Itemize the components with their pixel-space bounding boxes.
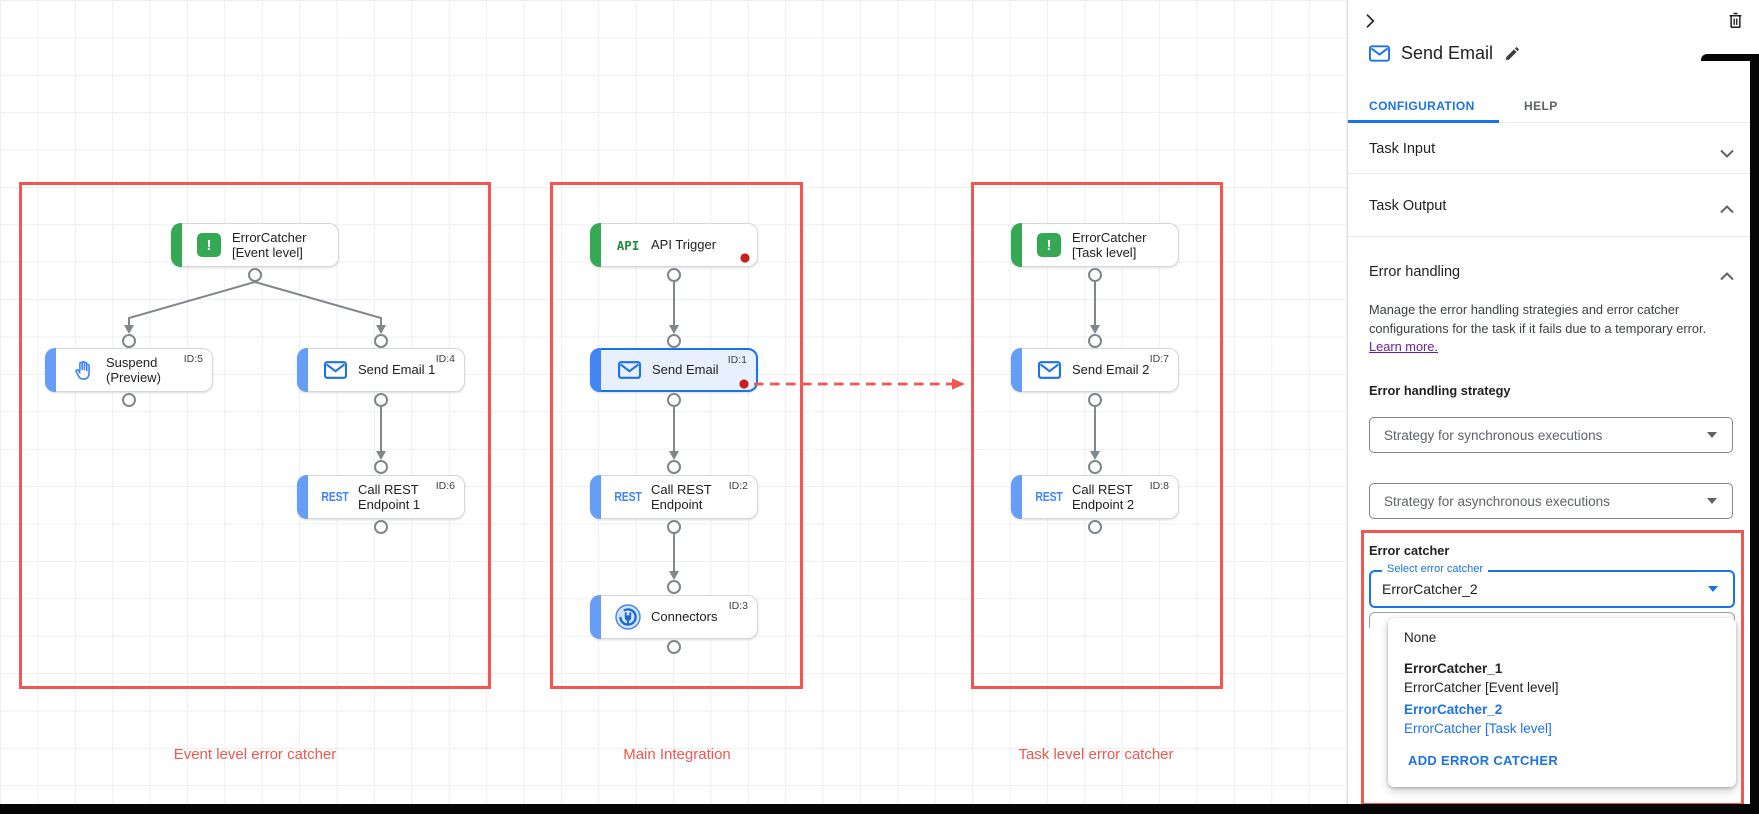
active-tab-underline — [1348, 120, 1499, 123]
menu-item-errorcatcher-1-desc[interactable]: ErrorCatcher [Event level] — [1404, 680, 1559, 695]
error-handling-strategy-label: Error handling strategy — [1369, 383, 1511, 398]
divider — [1348, 122, 1759, 123]
node-call-rest-1[interactable]: REST Call REST Endpoint 1 ID:6 — [297, 475, 465, 519]
hand-icon — [68, 359, 98, 382]
email-icon — [320, 361, 350, 379]
rest-icon: REST — [321, 489, 349, 505]
node-id-badge: ID:4 — [435, 353, 455, 365]
error-catcher-icon: ! — [194, 233, 224, 257]
node-api-trigger[interactable]: API API Trigger — [590, 223, 758, 267]
delete-task-icon[interactable] — [1726, 10, 1745, 34]
node-accent — [1011, 223, 1022, 267]
node-accent — [1011, 475, 1022, 519]
panel-header: Send Email — [1369, 43, 1521, 64]
section-error-handling[interactable]: Error handling — [1369, 264, 1461, 280]
add-error-catcher-button[interactable]: ADD ERROR CATCHER — [1408, 753, 1559, 768]
menu-item-errorcatcher-1[interactable]: ErrorCatcher_1 — [1404, 661, 1503, 676]
email-icon — [1369, 45, 1390, 62]
chevron-up-icon[interactable] — [1720, 201, 1734, 219]
node-suspend[interactable]: Suspend (Preview) ID:5 — [45, 348, 213, 392]
dropdown-arrow-icon — [1707, 498, 1717, 504]
sync-strategy-select[interactable]: Strategy for synchronous executions — [1369, 417, 1733, 453]
error-catcher-label: Error catcher — [1369, 543, 1450, 558]
caption-main-integration: Main Integration — [623, 746, 731, 763]
learn-more-link[interactable]: Learn more. — [1369, 339, 1438, 354]
api-icon: API — [616, 237, 640, 253]
node-accent — [590, 595, 601, 639]
rest-icon: REST — [1035, 489, 1063, 505]
node-accent — [297, 348, 308, 392]
node-send-email-1[interactable]: Send Email 1 ID:4 — [297, 348, 465, 392]
node-id-badge: ID:6 — [435, 480, 455, 492]
node-call-rest[interactable]: REST Call REST Endpoint ID:2 — [590, 475, 758, 519]
node-id-badge: ID:1 — [727, 354, 747, 366]
menu-item-none[interactable]: None — [1404, 630, 1437, 645]
tab-help[interactable]: HELP — [1524, 99, 1558, 113]
edit-title-icon[interactable] — [1504, 45, 1521, 62]
node-label: API Trigger — [651, 237, 717, 253]
divider — [1348, 236, 1759, 237]
tab-configuration[interactable]: CONFIGURATION — [1369, 99, 1475, 113]
right-edge-notch — [1701, 54, 1759, 61]
bottom-edge-bar — [0, 804, 1759, 814]
error-catcher-menu: None ErrorCatcher_1 ErrorCatcher [Event … — [1388, 618, 1736, 787]
node-id-badge: ID:5 — [183, 353, 203, 365]
node-send-email-selected[interactable]: Send Email ID:1 — [590, 348, 758, 392]
node-accent — [45, 348, 56, 392]
node-accent — [590, 475, 601, 519]
error-catcher-icon: ! — [1034, 233, 1064, 257]
task-config-panel: Send Email CONFIGURATION HELP Task Input… — [1347, 0, 1759, 814]
sync-strategy-value: Strategy for synchronous executions — [1384, 427, 1603, 443]
node-id-badge: ID:8 — [1149, 480, 1169, 492]
collapse-panel-icon[interactable] — [1360, 11, 1380, 34]
panel-title: Send Email — [1401, 43, 1494, 63]
chevron-up-icon[interactable] — [1720, 268, 1734, 286]
node-errorcatcher-task[interactable]: ! ErrorCatcher [Task level] — [1011, 223, 1179, 267]
rest-icon: REST — [614, 489, 642, 505]
node-call-rest-2[interactable]: REST Call REST Endpoint 2 ID:8 — [1011, 475, 1179, 519]
select-floating-label: Select error catcher — [1382, 563, 1488, 575]
node-accent — [1011, 348, 1022, 392]
node-label: ErrorCatcher [Task level] — [1072, 229, 1147, 260]
node-accent — [590, 348, 601, 392]
node-accent — [171, 223, 182, 267]
node-errorcatcher-event[interactable]: ! ErrorCatcher [Event level] — [171, 223, 339, 267]
menu-item-errorcatcher-2[interactable]: ErrorCatcher_2 — [1404, 702, 1503, 717]
menu-item-errorcatcher-2-desc[interactable]: ErrorCatcher [Task level] — [1404, 721, 1552, 736]
section-task-input[interactable]: Task Input — [1369, 141, 1436, 157]
dropdown-arrow-icon — [1708, 586, 1718, 592]
description-text: Manage the error handling strategies and… — [1369, 302, 1707, 336]
divider — [1348, 173, 1759, 174]
async-strategy-value: Strategy for asynchronous executions — [1384, 493, 1610, 509]
error-handling-description: Manage the error handling strategies and… — [1369, 301, 1737, 357]
error-catcher-value: ErrorCatcher_2 — [1382, 581, 1478, 597]
error-catcher-select[interactable]: Select error catcher ErrorCatcher_2 — [1369, 563, 1735, 608]
section-task-output[interactable]: Task Output — [1369, 198, 1447, 214]
node-connectors[interactable]: Connectors ID:3 — [590, 595, 758, 639]
async-strategy-select[interactable]: Strategy for asynchronous executions — [1369, 483, 1733, 519]
node-accent — [590, 223, 601, 267]
chevron-down-icon[interactable] — [1720, 145, 1734, 163]
node-id-badge: ID:3 — [728, 600, 748, 612]
node-id-badge: ID:7 — [1149, 353, 1169, 365]
dropdown-arrow-icon — [1707, 432, 1717, 438]
email-icon — [1034, 361, 1064, 379]
node-accent — [297, 475, 308, 519]
caption-task-level: Task level error catcher — [1018, 746, 1174, 763]
caption-event-level: Event level error catcher — [173, 746, 337, 763]
node-label: ErrorCatcher [Event level] — [232, 229, 307, 260]
right-edge-bar — [1750, 54, 1759, 814]
flow-canvas[interactable]: ! ErrorCatcher [Event level] Suspend (Pr… — [0, 0, 1347, 814]
email-icon — [614, 361, 644, 379]
connectors-icon — [613, 604, 643, 630]
node-send-email-2[interactable]: Send Email 2 ID:7 — [1011, 348, 1179, 392]
node-id-badge: ID:2 — [728, 480, 748, 492]
